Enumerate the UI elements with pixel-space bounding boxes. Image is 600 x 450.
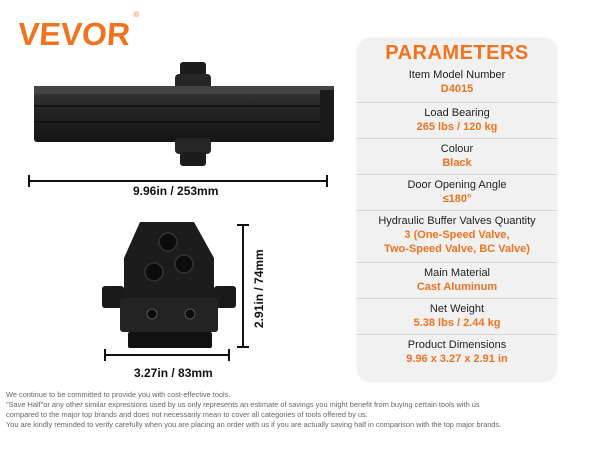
param-value: 5.38 lbs / 2.44 kg — [413, 317, 501, 329]
param-label: Product Dimensions — [407, 339, 507, 351]
param-label: Load Bearing — [424, 107, 490, 119]
param-row-weight: Net Weight 5.38 lbs / 2.44 kg — [357, 298, 557, 330]
height-dimension-label: 2.91in / 74mm — [252, 249, 266, 328]
param-value: Cast Aluminum — [416, 281, 498, 293]
parameters-title: PARAMETERS — [385, 42, 529, 64]
param-row-load: Load Bearing 265 lbs / 120 kg — [357, 102, 557, 134]
param-label: Hydraulic Buffer Valves Quantity — [378, 215, 536, 227]
param-value: 9.96 x 3.27 x 2.91 in — [406, 353, 508, 365]
disclaimer-line: You are kindly reminded to verify carefu… — [6, 420, 502, 429]
param-value-line2: Two-Speed Valve, BC Valve) — [384, 243, 530, 255]
param-row-model: Item Model Number D4015 — [357, 68, 557, 96]
param-value: ≤180° — [442, 193, 472, 205]
param-value: D4015 — [440, 83, 474, 95]
param-row-angle: Door Opening Angle ≤180° — [357, 174, 557, 206]
param-row-valves: Hydraulic Buffer Valves Quantity 3 (One-… — [357, 210, 557, 256]
disclaimer-line: compared to the major top brands and doe… — [6, 410, 368, 419]
param-label: Colour — [440, 143, 474, 155]
param-value: Black — [442, 157, 472, 169]
param-label: Net Weight — [429, 303, 485, 315]
door-closer-top-view-image — [34, 62, 334, 166]
param-value: 265 lbs / 120 kg — [416, 121, 498, 133]
param-row-dimensions: Product Dimensions 9.96 x 3.27 x 2.91 in — [357, 334, 557, 366]
disclaimer-line: "Save Half"or any other similar expressi… — [6, 400, 480, 409]
brand-logo: VEVOR® — [16, 10, 140, 52]
disclaimer-line: We continue to be committed to provide y… — [6, 390, 231, 399]
length-dimension-label: 9.96in / 253mm — [133, 184, 219, 198]
length-dimension-line — [28, 175, 328, 187]
width-dimension-label: 3.27in / 83mm — [134, 366, 213, 380]
param-label: Item Model Number — [408, 69, 506, 81]
param-label: Door Opening Angle — [407, 179, 507, 191]
disclaimer-text: We continue to be committed to provide y… — [6, 390, 598, 430]
param-value: 3 (One-Speed Valve, — [404, 229, 510, 241]
param-label: Main Material — [423, 267, 491, 279]
parameters-panel: PARAMETERS Item Model Number D4015 Load … — [357, 38, 557, 382]
height-dimension-line — [237, 224, 249, 348]
param-row-material: Main Material Cast Aluminum — [357, 262, 557, 294]
param-row-colour: Colour Black — [357, 138, 557, 170]
width-dimension-line — [104, 349, 230, 361]
door-closer-end-view-image — [102, 222, 236, 348]
